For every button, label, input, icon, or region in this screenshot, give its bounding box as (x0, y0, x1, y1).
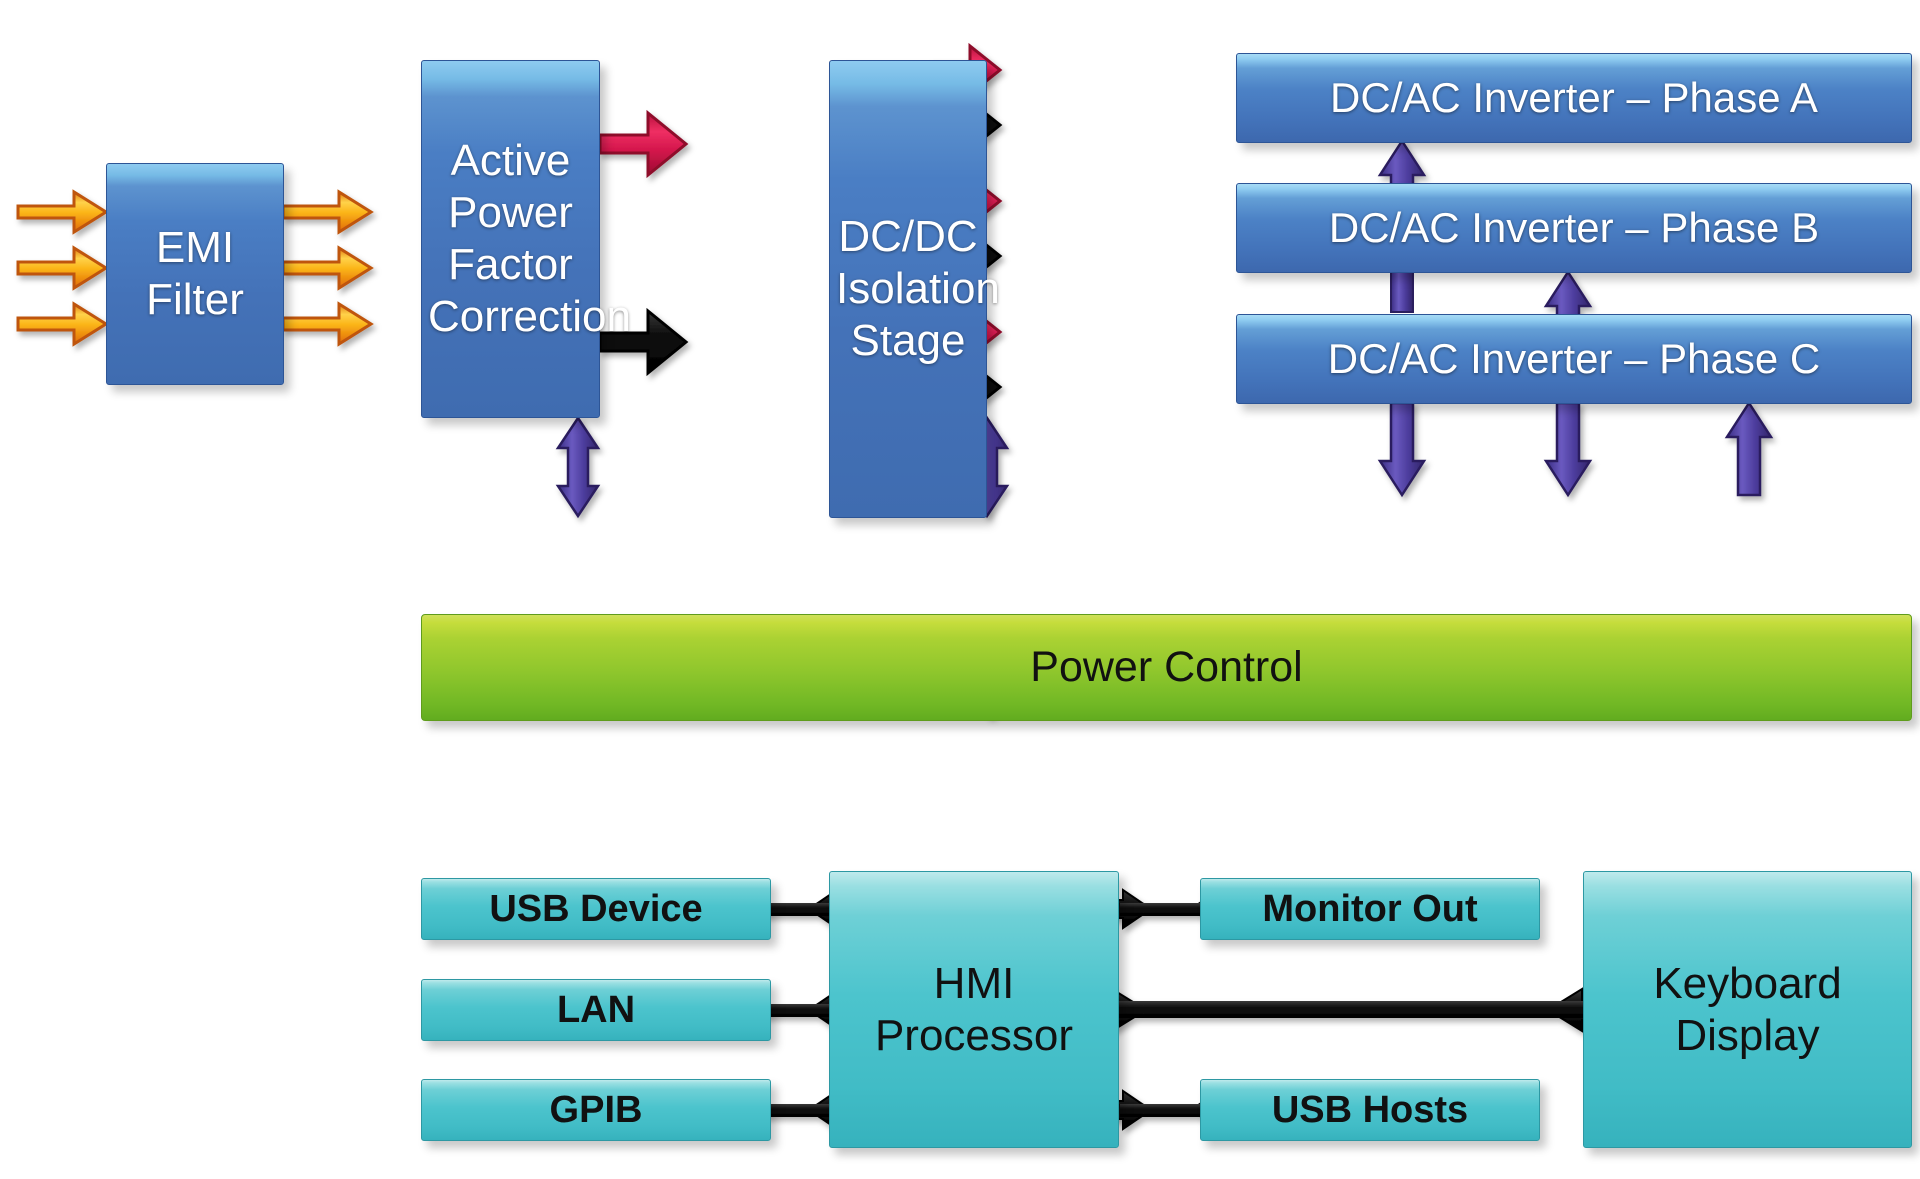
block-inverter-phase-c-label: DC/AC Inverter – Phase C (1327, 335, 1821, 383)
block-usb-device-label: USB Device (489, 887, 703, 930)
block-inverter-phase-c[interactable]: DC/AC Inverter – Phase C (1236, 314, 1912, 404)
block-power-control[interactable]: Power Control (421, 614, 1912, 721)
block-usb-hosts[interactable]: USB Hosts (1200, 1079, 1540, 1141)
block-usb-device[interactable]: USB Device (421, 878, 771, 940)
block-inverter-phase-b-label: DC/AC Inverter – Phase B (1328, 204, 1820, 252)
control-bus-mid-to-power-control (1543, 401, 1593, 498)
block-monitor-out[interactable]: Monitor Out (1200, 878, 1540, 940)
emi-to-apfc-arrows (281, 189, 374, 347)
block-monitor-out-label: Monitor Out (1262, 887, 1478, 930)
block-inverter-phase-a[interactable]: DC/AC Inverter – Phase A (1236, 53, 1912, 143)
block-lan[interactable]: LAN (421, 979, 771, 1041)
hmi-to-keyboard-display-link (1089, 987, 1605, 1033)
block-power-control-label: Power Control (1030, 643, 1303, 692)
block-inverter-phase-b[interactable]: DC/AC Inverter – Phase B (1236, 183, 1912, 273)
block-inverter-phase-a-label: DC/AC Inverter – Phase A (1330, 74, 1818, 122)
block-lan-label: LAN (556, 988, 636, 1031)
control-bus-right-to-inverter-c (1724, 400, 1774, 497)
ac-input-arrows (16, 189, 109, 347)
block-usb-hosts-label: USB Hosts (1271, 1088, 1469, 1131)
control-bus-vertical-run-a (1390, 271, 1414, 313)
control-bus-apfc (555, 415, 601, 519)
block-gpib[interactable]: GPIB (421, 1079, 771, 1141)
control-bus-inverter-c-to-power-control (1377, 401, 1427, 498)
block-gpib-label: GPIB (549, 1088, 643, 1131)
